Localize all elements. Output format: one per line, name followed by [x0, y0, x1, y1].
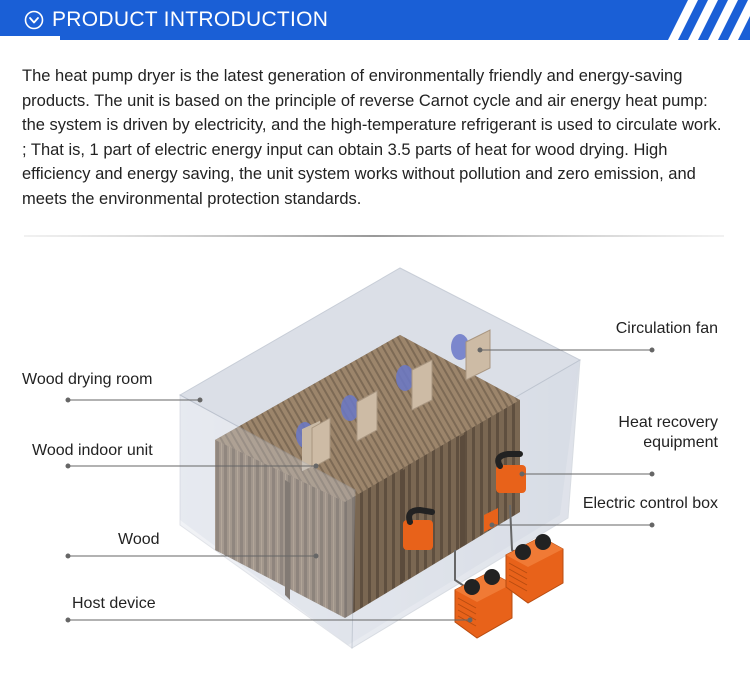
header-background	[0, 0, 750, 40]
dryer-diagram: Wood drying room Wood indoor unit Wood H…	[0, 250, 750, 692]
host-device-unit	[505, 534, 564, 604]
dryer-illustration	[65, 267, 655, 649]
label-wood-drying-room: Wood drying room	[22, 371, 153, 388]
label-circulation-fan: Circulation fan	[615, 320, 718, 337]
divider	[24, 235, 724, 237]
page-title: PRODUCT INTRODUCTION	[52, 8, 329, 31]
chevron-down-circle-icon	[24, 10, 44, 30]
decorative-stripes	[668, 0, 750, 40]
label-electric-control-box: Electric control box	[582, 495, 718, 512]
label-host-device: Host device	[72, 595, 156, 612]
label-heat-recovery-line1: Heat recovery	[618, 414, 718, 431]
label-wood: Wood	[118, 531, 160, 548]
header-banner: PRODUCT INTRODUCTION	[0, 0, 750, 40]
label-heat-recovery-line2: equipment	[643, 434, 718, 451]
label-wood-indoor-unit: Wood indoor unit	[32, 442, 153, 459]
intro-paragraph: The heat pump dryer is the latest genera…	[22, 67, 722, 208]
